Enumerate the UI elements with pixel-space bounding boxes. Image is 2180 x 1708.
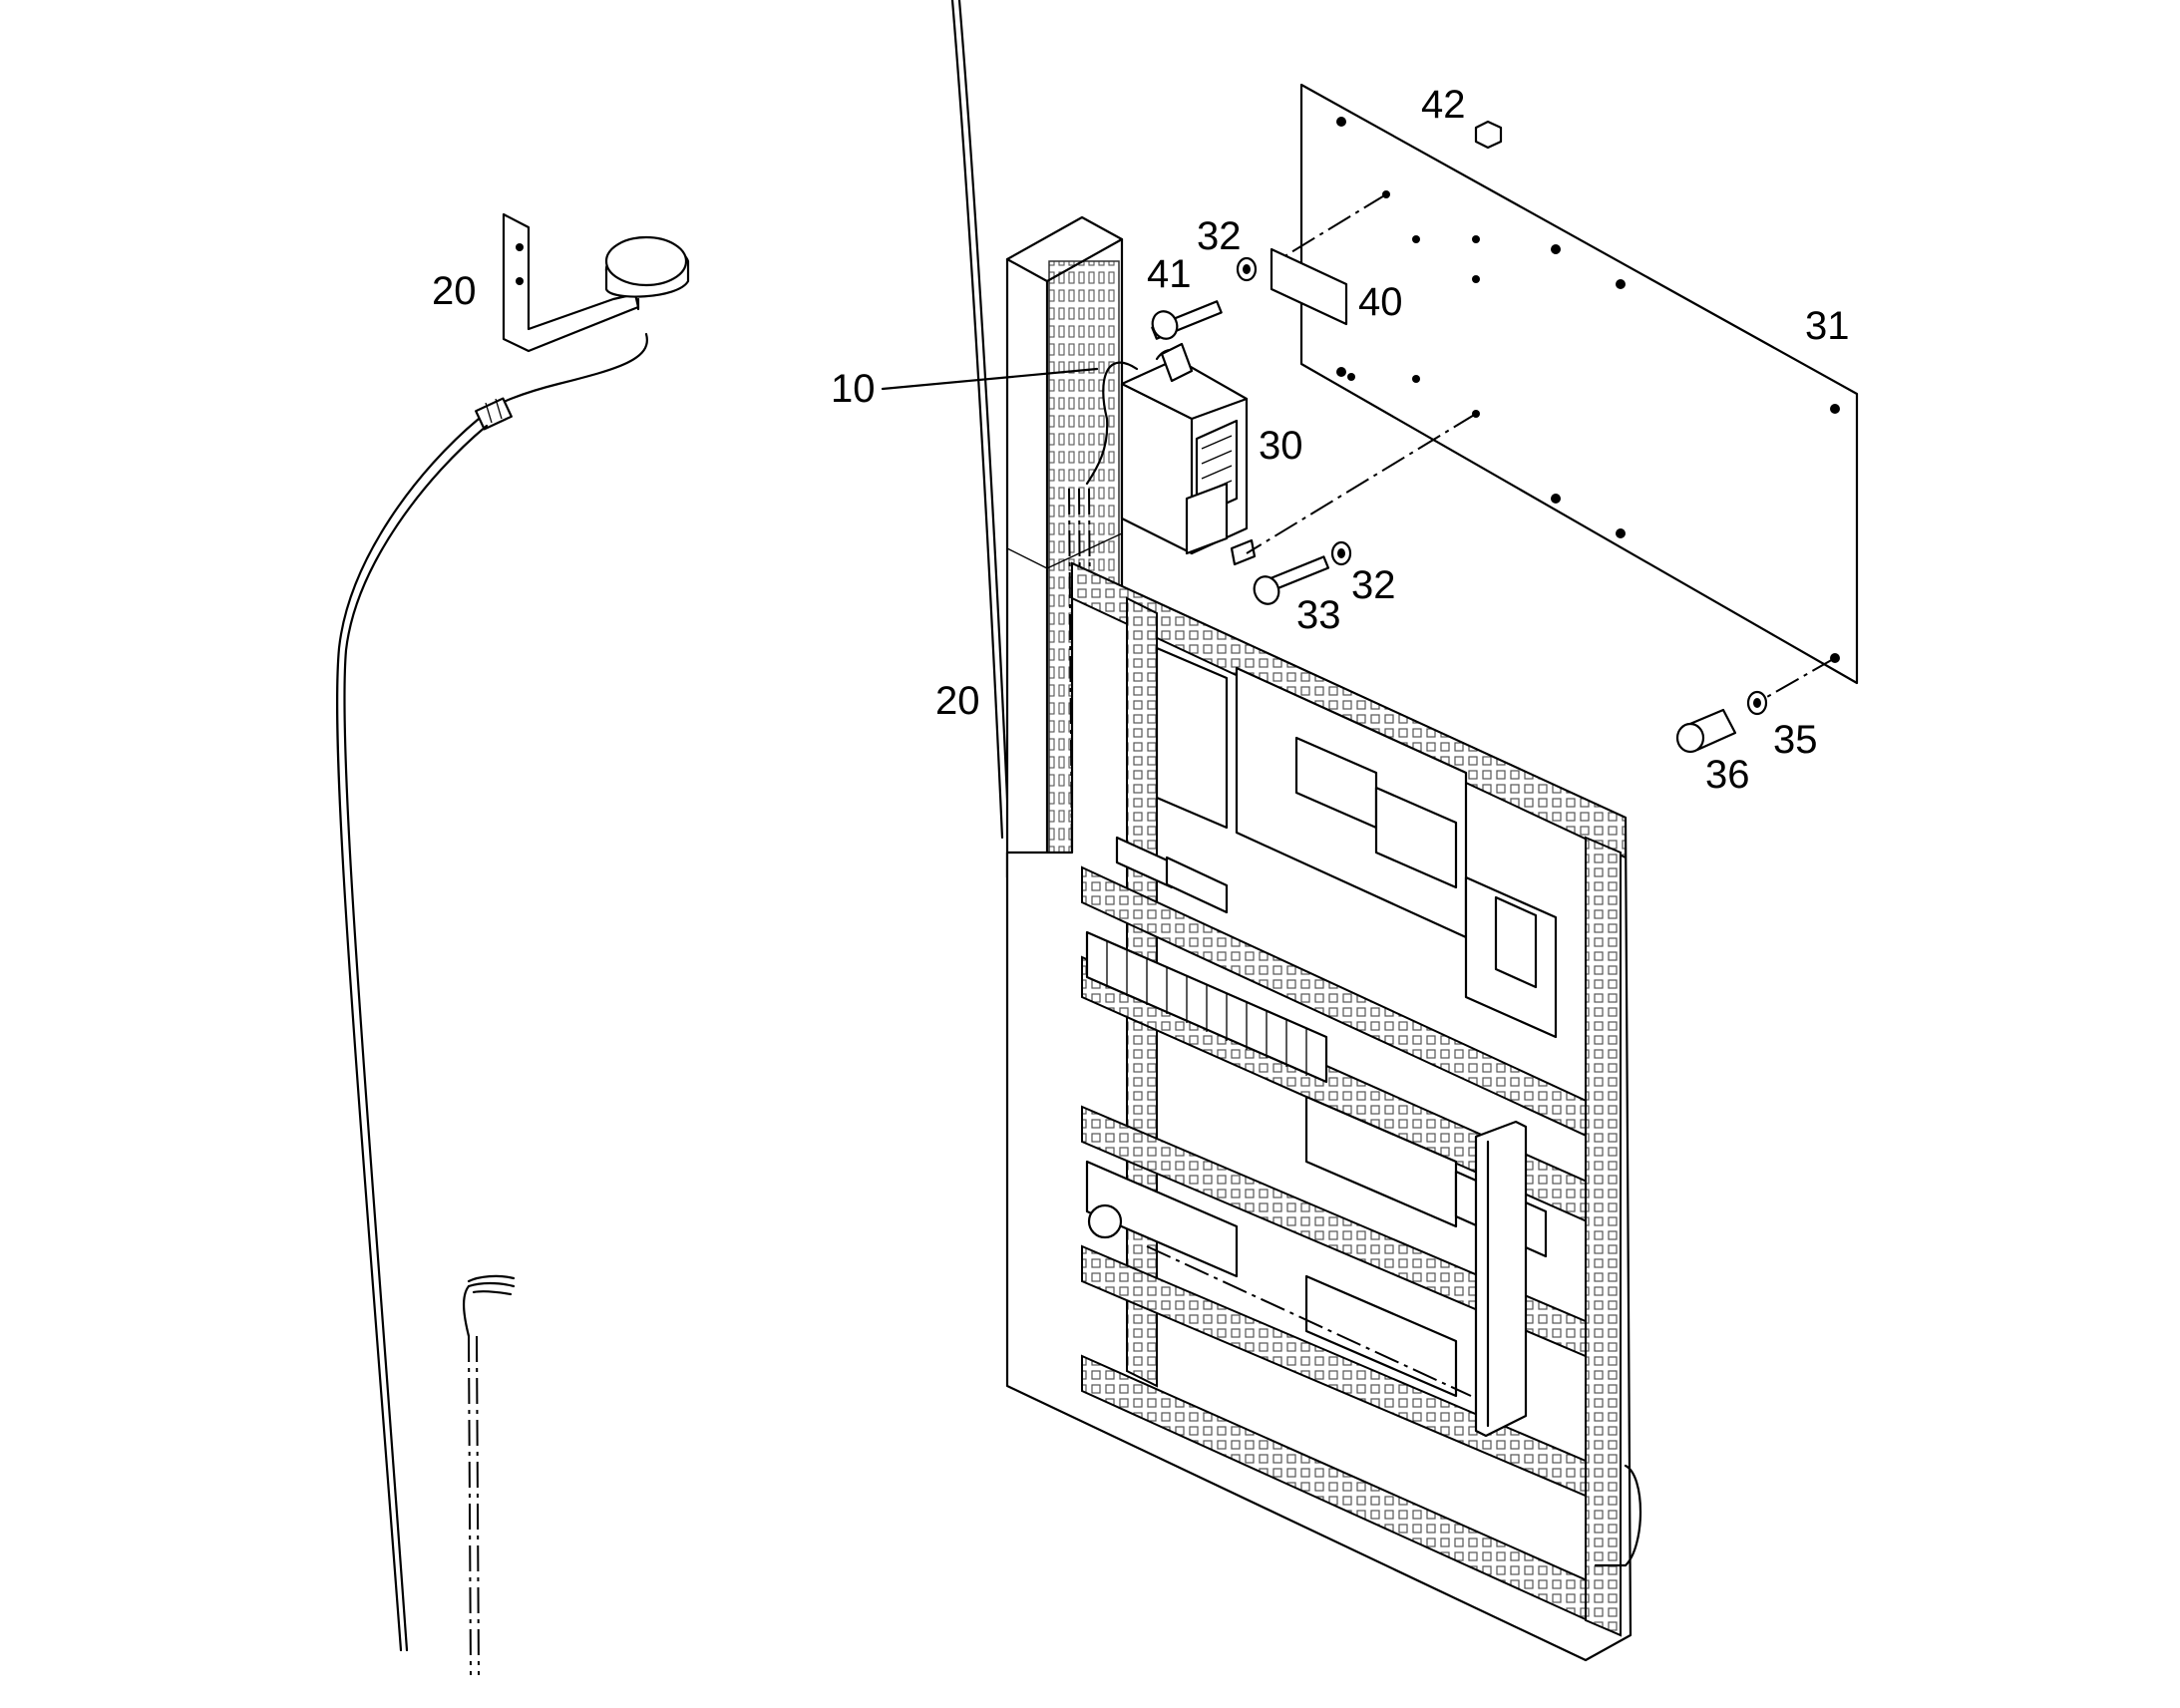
sensor-head [604, 235, 690, 311]
callout-33: 33 [1296, 593, 1341, 637]
side-handle [1594, 1464, 1641, 1567]
sensor-cable-short [487, 332, 648, 411]
callout-31: 31 [1805, 304, 1850, 348]
callout-32-upper: 32 [1197, 214, 1242, 258]
nut-42 [1474, 120, 1503, 150]
callout-42: 42 [1421, 83, 1466, 127]
screw-33 [1253, 540, 1352, 605]
callout-41: 41 [1147, 252, 1192, 296]
assembly-lines [1246, 193, 1836, 699]
sensor-cable-long [335, 417, 481, 1652]
pcb-group-upper [1115, 646, 1558, 1039]
callout-32-lower: 32 [1351, 563, 1396, 607]
electronic-module [1085, 342, 1257, 566]
screw-41 [1151, 256, 1258, 340]
screw-36 [1675, 690, 1768, 754]
wire-bundle [463, 1274, 516, 1676]
label-plate [1270, 247, 1348, 326]
relay-row [1085, 930, 1328, 1084]
vertical-bar-component [1474, 1120, 1528, 1438]
callout-40: 40 [1358, 280, 1403, 324]
callout-35: 35 [1773, 718, 1818, 762]
callout-20-sensor: 20 [432, 269, 477, 313]
cabinet-edge [950, 0, 1011, 845]
callout-36: 36 [1705, 753, 1750, 797]
callout-10: 10 [831, 367, 876, 411]
leader-10 [881, 367, 1099, 391]
cable-gland [475, 397, 513, 431]
callout-20-duct: 20 [935, 679, 980, 723]
temperature-sensor-assembly [335, 212, 690, 1652]
callout-30: 30 [1259, 424, 1303, 468]
control-cabinet-panel [1005, 561, 1641, 1662]
module-cable [1085, 361, 1139, 486]
